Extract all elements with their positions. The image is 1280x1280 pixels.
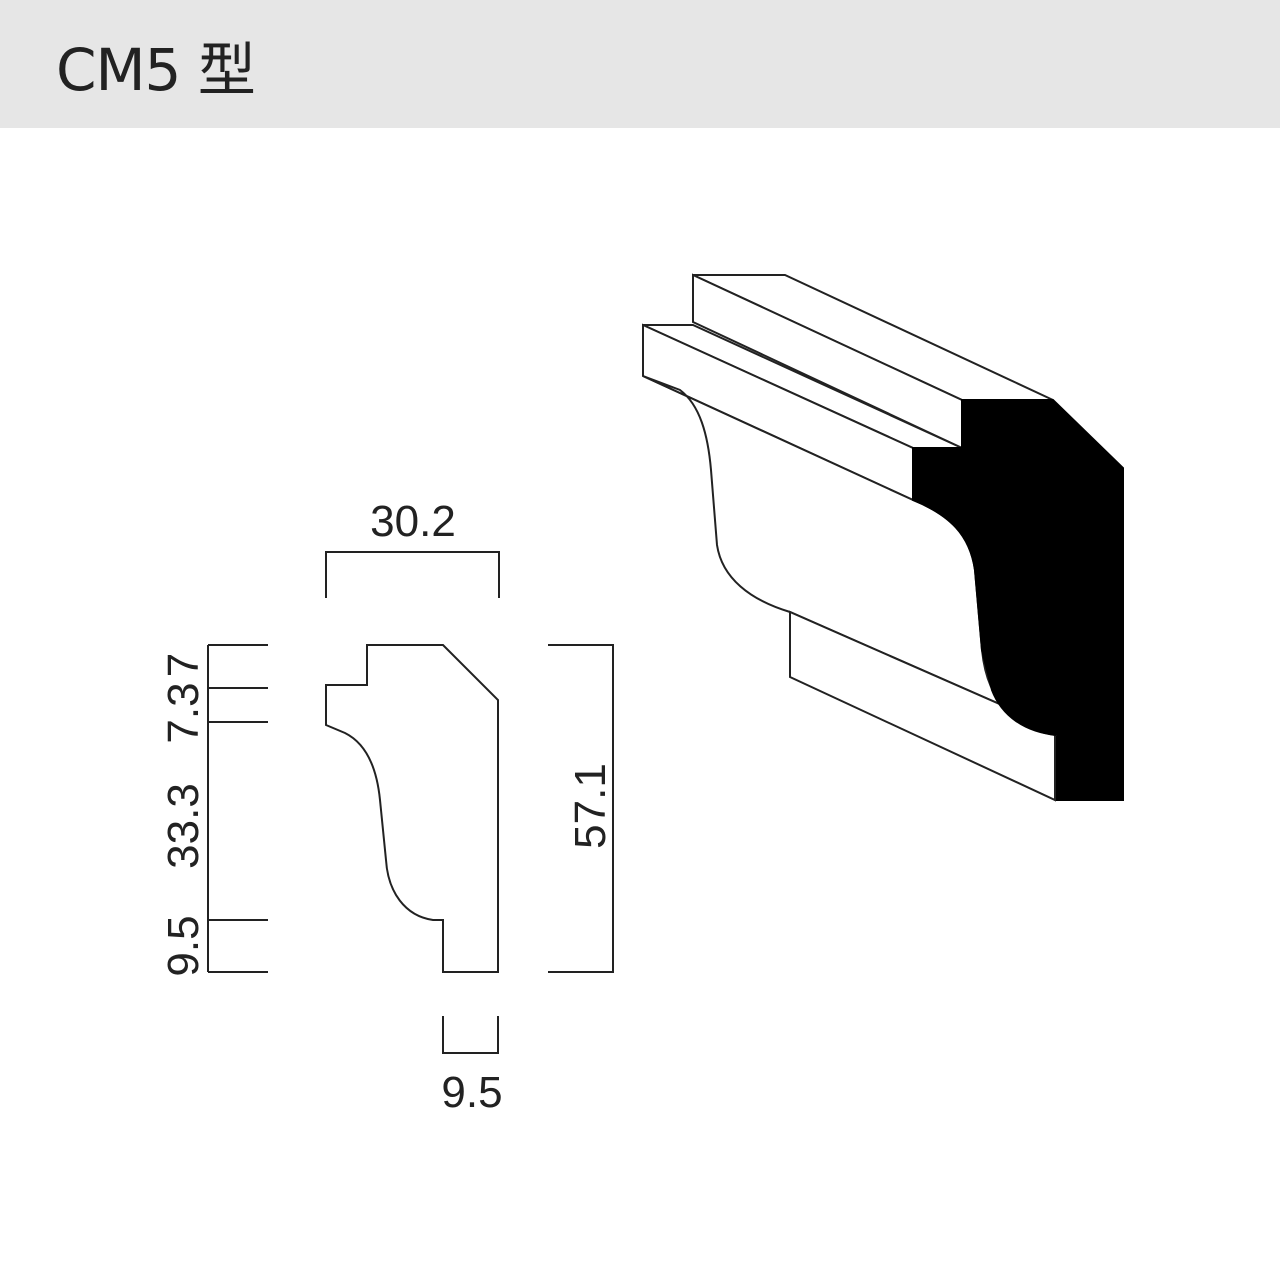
dim-ticks-left xyxy=(207,644,268,973)
dim-bracket-top xyxy=(325,551,500,598)
dim-label-left-4: 9.5 xyxy=(159,915,208,976)
dim-label-left-2: 7.3 xyxy=(159,682,208,743)
dim-bracket-bottom xyxy=(442,1016,499,1054)
page-title: CM5 型 xyxy=(56,36,256,104)
molding-end-section xyxy=(912,399,1124,801)
dim-bracket-right xyxy=(548,644,614,973)
profile-outline xyxy=(325,644,499,973)
header-bar: CM5 型 xyxy=(0,0,1280,128)
dim-label-width: 30.2 xyxy=(370,497,456,546)
molding-3d xyxy=(642,273,1056,802)
dim-label-left-3: 33.3 xyxy=(159,783,208,869)
dim-label-base: 9.5 xyxy=(441,1068,502,1117)
dim-label-left-1: 7 xyxy=(159,653,208,677)
dim-label-height: 57.1 xyxy=(566,763,615,849)
